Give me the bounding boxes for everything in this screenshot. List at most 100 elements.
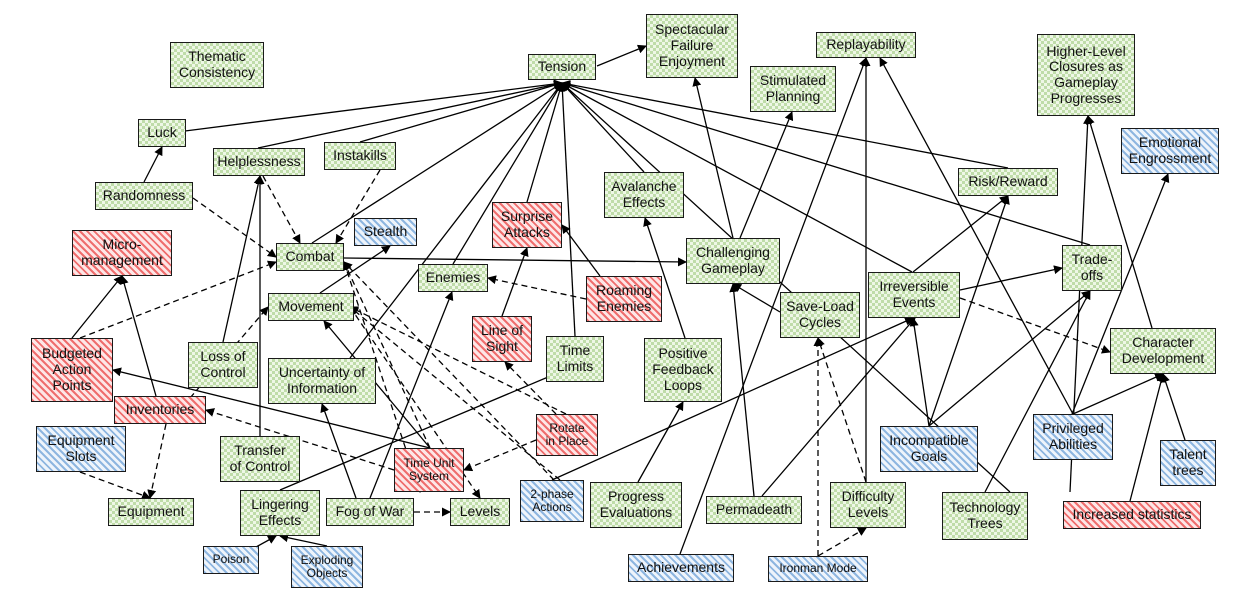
edge-equipment-slots-equipment bbox=[79, 471, 151, 500]
node-replayability: Replayability bbox=[816, 32, 916, 58]
node-avalanche-effects: Avalanche Effects bbox=[604, 172, 684, 218]
node-progress-evaluations: Progress Evaluations bbox=[590, 482, 682, 528]
edge-incompatible-tradeoffs bbox=[928, 290, 1091, 427]
edge-lingering-timelimits bbox=[279, 370, 561, 491]
edge-incompatible-risk bbox=[928, 195, 1010, 427]
edge-fog-uncertainty bbox=[320, 403, 357, 499]
edge-privileged-replayability bbox=[879, 57, 1074, 415]
edge-ironman-difficulty bbox=[817, 527, 867, 557]
edge-irreversible-risk bbox=[912, 195, 1009, 273]
node-equipment: Equipment bbox=[108, 498, 194, 526]
edge-helplessness-tension bbox=[257, 80, 563, 149]
edge-timelimits-tension bbox=[557, 82, 576, 337]
edge-challenging-planning bbox=[739, 111, 794, 239]
edge-increased-character bbox=[1129, 373, 1166, 502]
edge-tus-budgeted bbox=[112, 367, 431, 449]
edge-combat-tension bbox=[311, 82, 563, 244]
edge-enemies-tension bbox=[452, 82, 563, 265]
node-loss-of-control: Loss of Control bbox=[188, 342, 258, 388]
edge-incompatible-irreversible bbox=[909, 317, 930, 427]
node-poison: Poison bbox=[203, 546, 259, 574]
node-roaming-enemies: Roaming Enemies bbox=[586, 276, 662, 322]
node-thematic-consistency: Thematic Consistency bbox=[170, 42, 264, 88]
edge-instakills-combat bbox=[335, 169, 381, 244]
edge-rotate-movement bbox=[349, 306, 567, 415]
node-exploding-objects: Exploding Objects bbox=[291, 546, 363, 588]
edge-positivefeedback-avalanche bbox=[643, 217, 686, 339]
node-inventories: Inventories bbox=[114, 396, 206, 424]
node-increased-statistics: Increased statistics bbox=[1063, 501, 1201, 529]
node-stealth: Stealth bbox=[354, 218, 417, 246]
node-challenging-gameplay: Challenging Gameplay bbox=[686, 238, 780, 284]
edge-irreversible-tradeoffs bbox=[959, 265, 1063, 291]
node-talent-trees: Talent trees bbox=[1160, 440, 1216, 486]
edge-2phase-irreversible bbox=[551, 317, 914, 481]
edge-privileged-character bbox=[1072, 373, 1164, 415]
edge-helplessness-combat bbox=[262, 175, 301, 244]
edge-achievements-replayability bbox=[679, 57, 868, 555]
edge-lineofsight-surprise bbox=[501, 247, 529, 317]
edge-inventories-equipment bbox=[147, 423, 167, 499]
edge-uncertainty-tension bbox=[349, 82, 563, 359]
node-luck: Luck bbox=[138, 119, 186, 147]
node-permadeath: Permadeath bbox=[706, 496, 802, 524]
node-tension: Tension bbox=[528, 54, 596, 80]
node-lingering-effects: Lingering Effects bbox=[240, 490, 320, 536]
edge-roaming-surprise bbox=[561, 224, 601, 277]
node-higher-level-closures: Higher-Level Closures as Gameplay Progre… bbox=[1037, 34, 1135, 116]
edge-difficulty-saveload bbox=[816, 337, 867, 483]
node-trade-offs: Trade- offs bbox=[1062, 245, 1122, 291]
edge-technology-tradeoffs bbox=[984, 290, 1091, 493]
edge-exploding-lingering bbox=[279, 533, 328, 547]
edge-budgeted-combat bbox=[79, 260, 277, 339]
node-combat: Combat bbox=[276, 243, 344, 271]
edge-combat-challenging bbox=[343, 257, 687, 267]
edge-tus-combat bbox=[343, 261, 431, 449]
node-risk-reward: Risk/Reward bbox=[958, 168, 1058, 196]
node-surprise-attacks: Surprise Attacks bbox=[492, 202, 562, 248]
node-time-limits: Time Limits bbox=[546, 336, 604, 382]
edge-tus-inventories bbox=[205, 408, 395, 471]
node-budgeted-action-points: Budgeted Action Points bbox=[31, 338, 113, 402]
edge-randomness-combat bbox=[192, 197, 277, 258]
node-incompatible-goals: Incompatible Goals bbox=[880, 426, 978, 472]
edge-fog-enemies bbox=[369, 291, 454, 499]
edge-surprise-tension bbox=[526, 82, 565, 203]
edge-saveload-challenging bbox=[732, 283, 781, 313]
node-emotional-engrossment: Emotional Engrossment bbox=[1121, 128, 1219, 174]
edge-tus-movement bbox=[323, 320, 431, 449]
edge-challenging-spectacular bbox=[692, 77, 734, 239]
edge-instakills-tension bbox=[359, 80, 563, 143]
node-technology-trees: Technology Trees bbox=[942, 492, 1028, 540]
edge-lossofcontrol-helplessness bbox=[222, 175, 263, 343]
node-save-load-cycles: Save-Load Cycles bbox=[780, 292, 860, 338]
edge-randomness-luck bbox=[143, 146, 163, 183]
node-spectacular-failure-enjoyment: Spectacular Failure Enjoyment bbox=[646, 14, 738, 78]
edge-character-closures bbox=[1086, 115, 1153, 329]
edge-progress-positivefeedback bbox=[637, 401, 684, 483]
node-levels: Levels bbox=[450, 498, 510, 526]
node-character-development: Character Development bbox=[1110, 328, 1216, 374]
edge-permadeath-challenging bbox=[729, 283, 755, 497]
node-irreversible-events: Irreversible Events bbox=[868, 272, 960, 318]
edge-roaming-enemies bbox=[487, 275, 587, 300]
node-stimulated-planning: Stimulated Planning bbox=[750, 66, 836, 112]
edge-2phase-combat bbox=[343, 261, 555, 481]
node-micro-management: Micro- management bbox=[72, 230, 172, 276]
node-enemies: Enemies bbox=[418, 264, 488, 292]
node-difficulty-levels: Difficulty Levels bbox=[830, 482, 906, 528]
edge-tension-spectacular bbox=[596, 44, 647, 67]
edge-privileged-engrossment bbox=[1071, 173, 1170, 415]
node-rotate-in-place: Rotate in Place bbox=[536, 414, 598, 456]
node-achievements: Achievements bbox=[628, 554, 734, 582]
edge-irreversible-character bbox=[959, 297, 1111, 354]
edge-2phase-movement bbox=[349, 306, 561, 481]
edge-avalanche-tension bbox=[561, 82, 645, 173]
node-privileged-abilities: Privileged Abilities bbox=[1033, 414, 1113, 460]
node-transfer-of-control: Transfer of Control bbox=[220, 436, 300, 482]
edge-inventories-micromanagement bbox=[119, 275, 157, 397]
node-positive-feedback-loops: Positive Feedback Loops bbox=[644, 338, 722, 402]
edge-movement-stealth bbox=[319, 245, 391, 294]
